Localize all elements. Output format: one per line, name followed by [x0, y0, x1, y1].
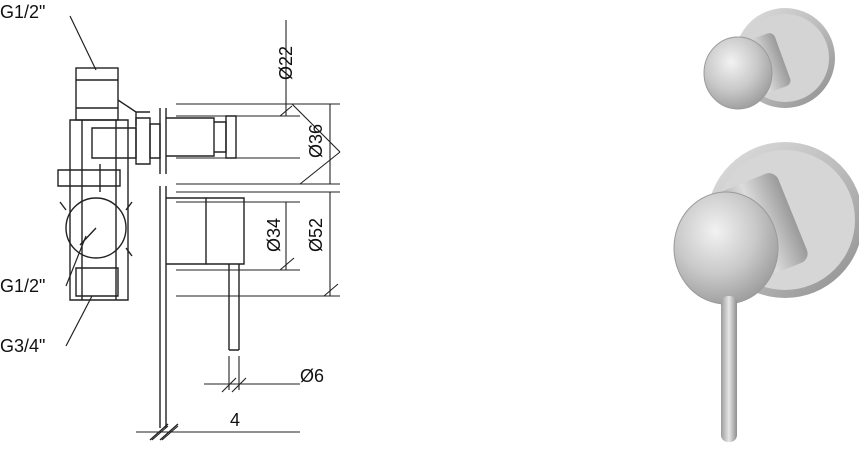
label-inlet-top: G1/2": [0, 2, 45, 22]
dim-d36: Ø36: [306, 124, 326, 158]
mixer-lever-render: [673, 142, 859, 442]
label-outlet-bottom: G3/4": [0, 336, 45, 356]
dim-d6: Ø6: [300, 366, 324, 386]
diverter-knob-render: [703, 8, 835, 110]
dim-offset: 4: [230, 410, 240, 430]
dimension-lines: [136, 20, 341, 441]
leader-lines: [65, 15, 97, 347]
label-inlet-side: G1/2": [0, 276, 45, 296]
dim-d22: Ø22: [276, 46, 296, 80]
dim-d52: Ø52: [306, 218, 326, 252]
dim-d34: Ø34: [264, 218, 284, 252]
valve-body-drawing: [57, 67, 245, 441]
